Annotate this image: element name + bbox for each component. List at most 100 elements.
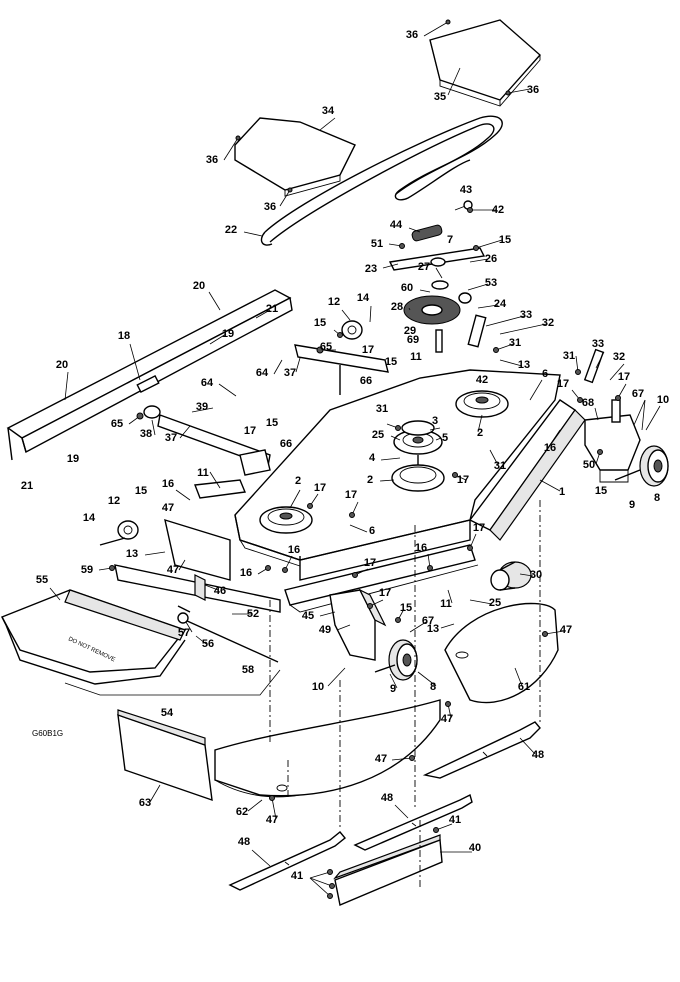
callout-10: 10 <box>312 681 324 693</box>
callout-62: 62 <box>236 806 248 818</box>
callout-21: 21 <box>266 303 278 315</box>
callout-15: 15 <box>135 485 147 497</box>
lift-rod-assembly <box>6 289 293 461</box>
callout-2: 2 <box>477 427 483 439</box>
callout-18: 18 <box>118 330 130 342</box>
callout-63: 63 <box>139 797 151 809</box>
callout-69: 69 <box>407 334 419 346</box>
callout-36: 36 <box>406 29 418 41</box>
spindle-left <box>259 506 313 534</box>
callout-41: 41 <box>449 814 461 826</box>
callout-59: 59 <box>81 564 93 576</box>
callout-20: 20 <box>193 280 205 292</box>
callout-30: 30 <box>530 569 542 581</box>
callout-20: 20 <box>56 359 68 371</box>
callout-9: 9 <box>390 683 396 695</box>
callout-37: 37 <box>165 432 177 444</box>
callout-31: 31 <box>494 460 506 472</box>
callout-17: 17 <box>364 557 376 569</box>
callout-25: 25 <box>372 429 384 441</box>
callout-50: 50 <box>583 459 595 471</box>
callout-17: 17 <box>618 371 630 383</box>
callout-46: 46 <box>214 585 226 597</box>
callout-31: 31 <box>563 350 575 362</box>
callout-17: 17 <box>557 378 569 390</box>
callout-15: 15 <box>314 317 326 329</box>
callout-31: 31 <box>509 337 521 349</box>
callout-23: 23 <box>365 263 377 275</box>
spindle-right <box>455 390 509 418</box>
callout-48: 48 <box>532 749 544 761</box>
callout-33: 33 <box>592 338 604 350</box>
callout-2: 2 <box>295 475 301 487</box>
callout-10: 10 <box>657 394 669 406</box>
callout-15: 15 <box>595 485 607 497</box>
callout-14: 14 <box>83 512 96 524</box>
callout-1: 1 <box>559 486 565 498</box>
lift-linkage <box>143 405 271 499</box>
callout-55: 55 <box>36 574 48 586</box>
callout-42: 42 <box>492 204 504 216</box>
callout-60: 60 <box>401 282 413 294</box>
callout-17: 17 <box>244 425 256 437</box>
belt-cover-right <box>429 19 541 107</box>
callout-36: 36 <box>206 154 218 166</box>
callout-47: 47 <box>266 814 278 826</box>
callout-19: 19 <box>67 453 79 465</box>
side-skirt <box>117 709 213 802</box>
callout-17: 17 <box>379 587 391 599</box>
baffle-right <box>444 602 559 704</box>
callout-12: 12 <box>328 296 340 308</box>
callout-12: 12 <box>108 495 120 507</box>
rear-roller <box>490 561 532 591</box>
leader-lines <box>49 21 661 897</box>
callout-9: 9 <box>629 499 635 511</box>
callout-47: 47 <box>167 564 179 576</box>
callout-14: 14 <box>357 292 370 304</box>
drive-belt <box>260 115 503 246</box>
callout-47: 47 <box>375 753 387 765</box>
callout-33: 33 <box>520 309 532 321</box>
callout-6: 6 <box>369 525 375 537</box>
callout-45: 45 <box>302 610 314 622</box>
roller-front-left <box>99 520 139 546</box>
callout-64: 64 <box>256 367 269 379</box>
callout-54-bracket <box>64 669 281 696</box>
callout-38: 38 <box>140 428 152 440</box>
callout-34: 34 <box>322 105 335 117</box>
callout-32: 32 <box>613 351 625 363</box>
belt-cover-left <box>234 117 356 197</box>
assembly-centerlines <box>269 500 541 890</box>
callout-6: 6 <box>542 368 548 380</box>
callout-16: 16 <box>162 478 174 490</box>
callout-51: 51 <box>371 238 383 250</box>
gauge-wheel-front <box>374 639 418 681</box>
callout-16: 16 <box>288 544 300 556</box>
callout-17: 17 <box>345 489 357 501</box>
figure-code: G60B1G <box>32 729 63 738</box>
callout-2: 2 <box>367 474 373 486</box>
chute-rod <box>177 605 279 663</box>
callout-8: 8 <box>430 681 436 693</box>
callout-15: 15 <box>400 602 412 614</box>
callout-13: 13 <box>427 623 439 635</box>
callout-17: 17 <box>457 474 469 486</box>
callout-68: 68 <box>582 397 594 409</box>
callout-28: 28 <box>391 301 403 313</box>
callout-11: 11 <box>440 598 452 610</box>
callout-42: 42 <box>476 374 488 386</box>
spring-right <box>583 348 605 384</box>
callout-57: 57 <box>178 627 190 639</box>
callout-48: 48 <box>381 792 393 804</box>
callout-19: 19 <box>222 328 234 340</box>
callout-22: 22 <box>225 224 237 236</box>
callout-65: 65 <box>111 418 123 430</box>
callout-32: 32 <box>542 317 554 329</box>
callout-21: 21 <box>21 480 33 492</box>
callout-13: 13 <box>518 359 530 371</box>
callout-29: 29 <box>404 325 416 337</box>
callout-37: 37 <box>284 367 296 379</box>
callout-7: 7 <box>447 234 453 246</box>
